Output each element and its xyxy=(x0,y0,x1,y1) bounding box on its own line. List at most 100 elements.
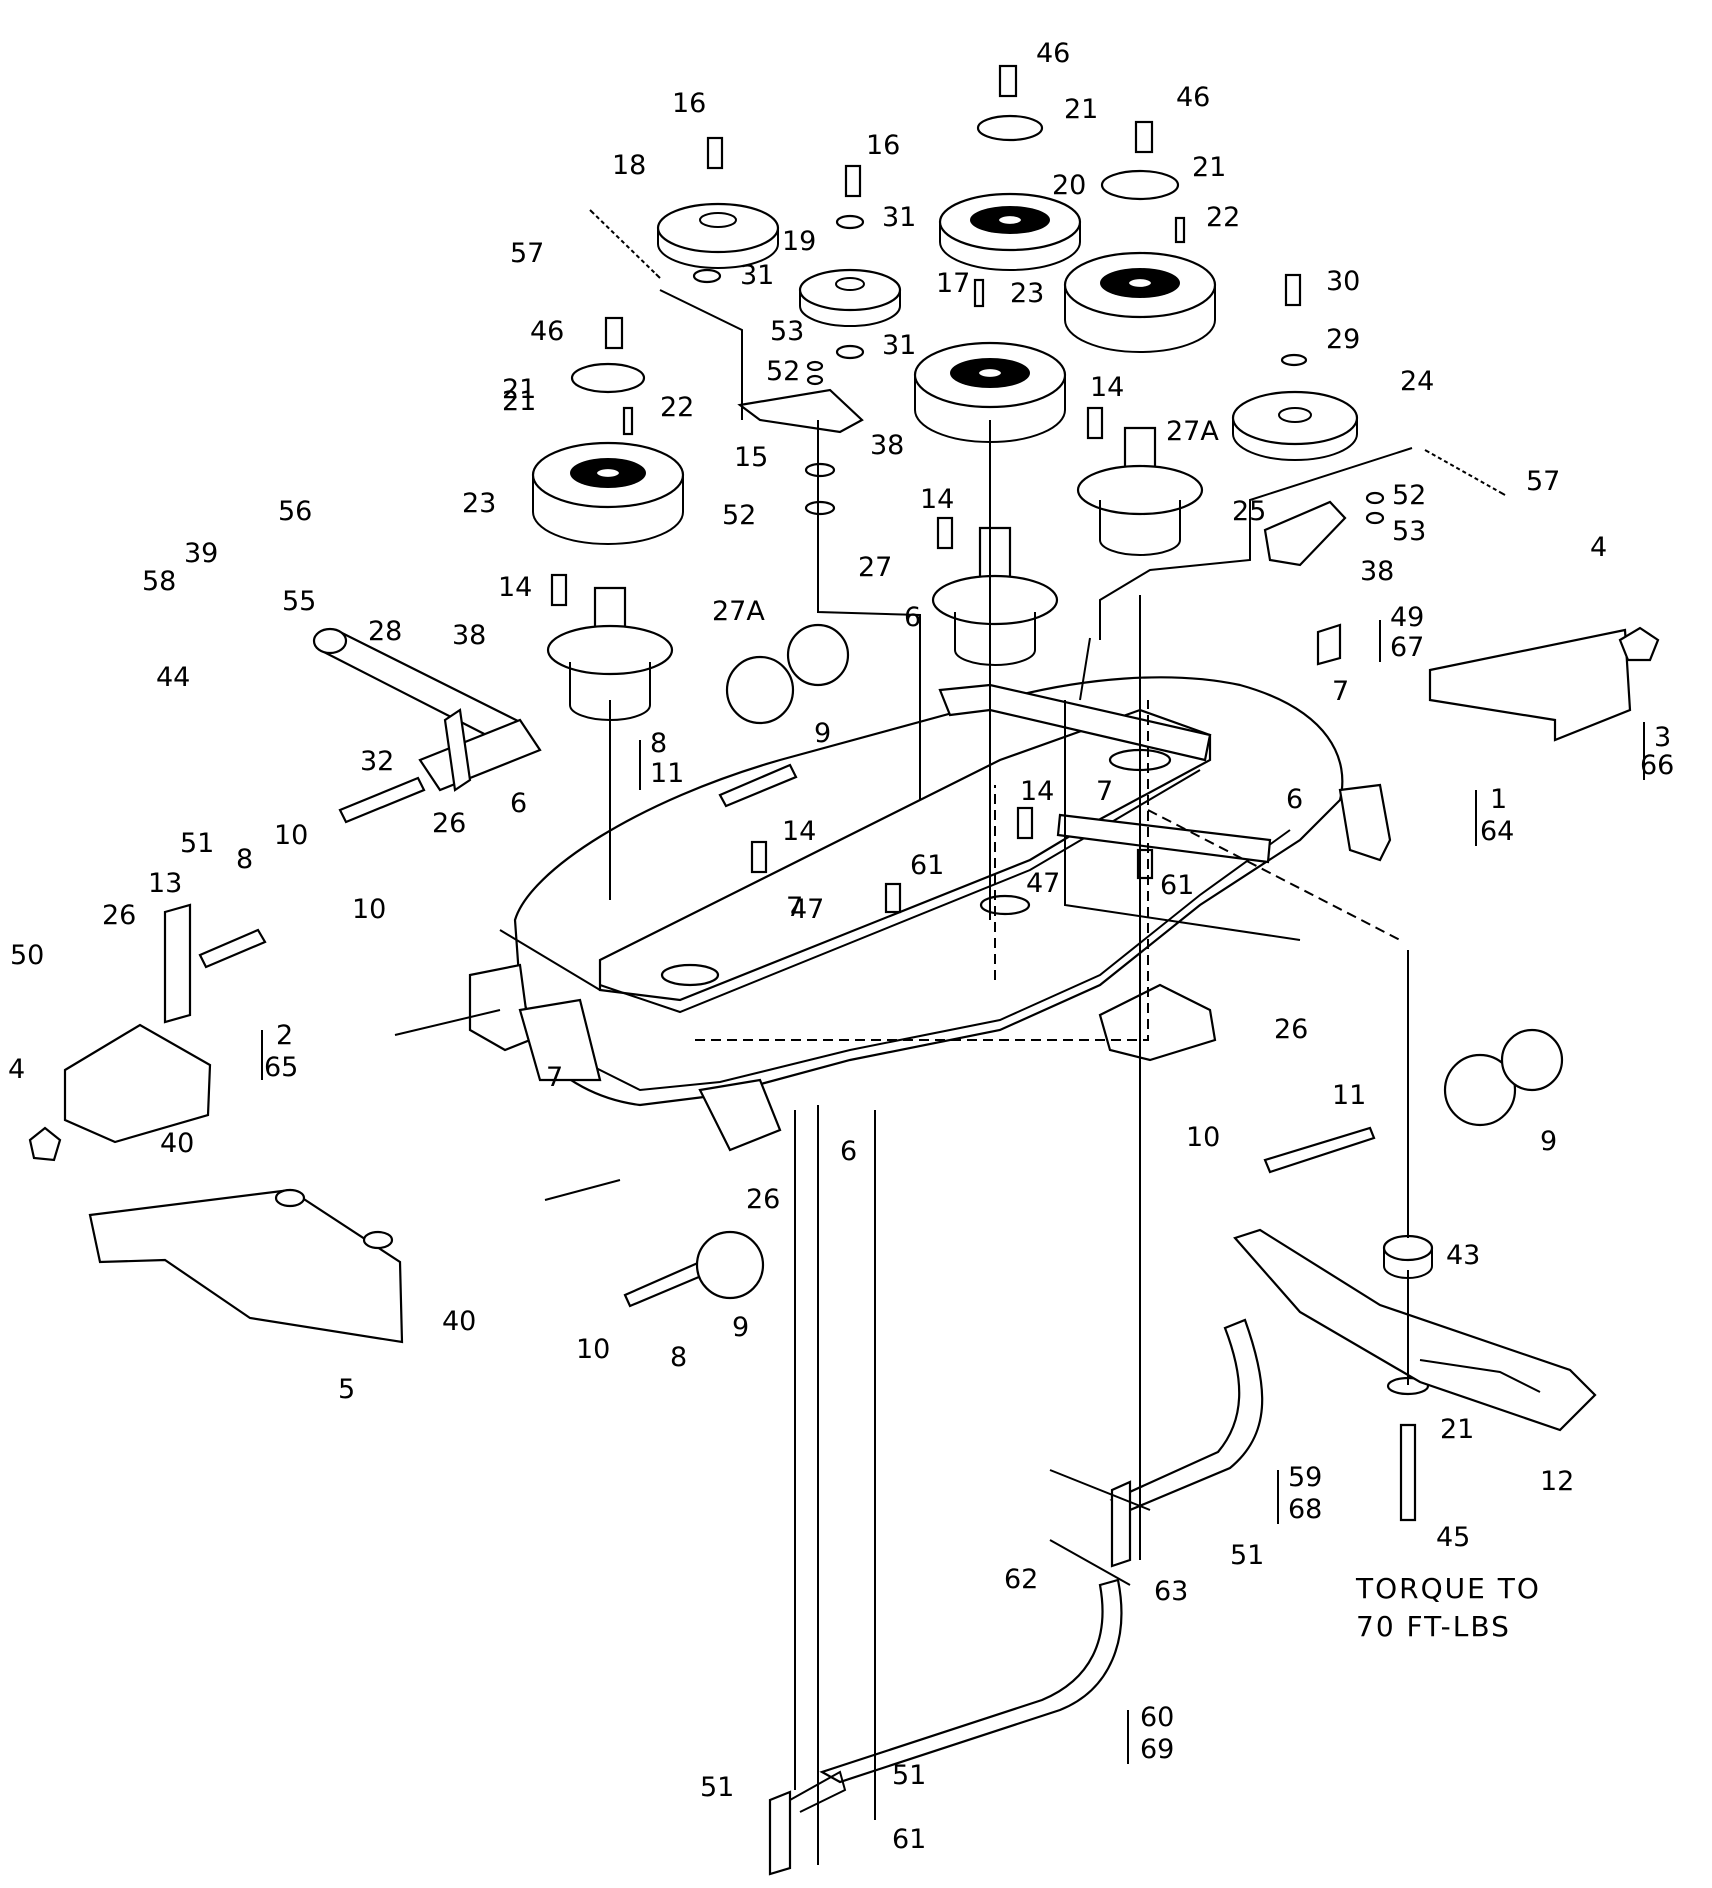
small-hardware xyxy=(622,214,1385,525)
label-53: 53 xyxy=(770,316,804,347)
label-31: 31 xyxy=(740,260,774,291)
label-10: 10 xyxy=(576,1334,610,1365)
label-60: 60 xyxy=(1140,1702,1174,1733)
label-14: 14 xyxy=(1020,776,1054,807)
label-16: 16 xyxy=(866,130,900,161)
label-30: 30 xyxy=(1326,266,1360,297)
label-16: 16 xyxy=(672,88,706,119)
chute-hinge xyxy=(274,1188,306,1208)
label-26: 26 xyxy=(102,900,136,931)
arm-8-bottom xyxy=(623,1260,708,1308)
label-6: 6 xyxy=(1286,784,1303,815)
deck-housing xyxy=(468,676,1392,1152)
label-61: 61 xyxy=(1160,870,1194,901)
label-12: 12 xyxy=(1540,1466,1574,1497)
label-9: 9 xyxy=(814,718,831,749)
label-31: 31 xyxy=(882,202,916,233)
label-38: 38 xyxy=(452,620,486,651)
label-59: 59 xyxy=(1288,1462,1322,1493)
label-50: 50 xyxy=(10,940,44,971)
label-52: 52 xyxy=(766,356,800,387)
arm-11-right xyxy=(1263,1126,1376,1174)
blade-12 xyxy=(1233,1228,1597,1432)
label-7: 7 xyxy=(1096,776,1113,807)
label-43: 43 xyxy=(1446,1240,1480,1271)
label-14: 14 xyxy=(920,484,954,515)
label-25: 25 xyxy=(1232,496,1266,527)
deflector-3 xyxy=(1428,628,1632,742)
label-7: 7 xyxy=(546,1062,563,1093)
gauge-wheels-9 xyxy=(695,623,1564,1300)
label-62: 62 xyxy=(1004,1564,1038,1595)
rod-8-left xyxy=(198,928,267,969)
label-29: 29 xyxy=(1326,324,1360,355)
label-26: 26 xyxy=(746,1184,780,1215)
label-39: 39 xyxy=(184,538,218,569)
label-67: 67 xyxy=(1390,632,1424,663)
label-7: 7 xyxy=(786,892,803,923)
label-65: 65 xyxy=(264,1052,298,1083)
label-10: 10 xyxy=(274,820,308,851)
washer-21-top xyxy=(976,114,1044,142)
label-7: 7 xyxy=(1332,676,1349,707)
pulley-19 xyxy=(798,268,902,327)
label-63: 63 xyxy=(1154,1576,1188,1607)
label-21: 21 xyxy=(502,386,536,417)
label-31: 31 xyxy=(882,330,916,361)
baffle-60-69-foot xyxy=(768,1790,792,1876)
arm-8-upper xyxy=(718,763,798,808)
label-9: 9 xyxy=(732,1312,749,1343)
label-64: 64 xyxy=(1480,816,1514,847)
label-3: 3 xyxy=(1654,722,1671,753)
label-14: 14 xyxy=(782,816,816,847)
leader-lines-vertical xyxy=(609,420,1409,1865)
label-27A: 27A xyxy=(1166,416,1219,447)
label-14: 14 xyxy=(1090,372,1124,403)
baffle-60-69-arm xyxy=(789,1770,847,1813)
label-21: 21 xyxy=(1440,1414,1474,1445)
label-23: 23 xyxy=(1010,278,1044,309)
label-27: 27 xyxy=(858,552,892,583)
label-55: 55 xyxy=(282,586,316,617)
part-labels: 46 21 46 16 16 20 21 18 31 22 57 19 31 1… xyxy=(8,38,1674,1855)
idler-arm-15 xyxy=(737,388,864,434)
label-51: 51 xyxy=(700,1772,734,1803)
label-14: 14 xyxy=(498,572,532,603)
label-20: 20 xyxy=(1052,170,1086,201)
baffle-60-69 xyxy=(819,1578,1123,1784)
label-8: 8 xyxy=(670,1342,687,1373)
label-51: 51 xyxy=(1230,1540,1264,1571)
label-57: 57 xyxy=(1526,466,1560,497)
blade-spacer-43 xyxy=(1382,1234,1434,1262)
label-47: 47 xyxy=(1026,868,1060,899)
label-68: 68 xyxy=(1288,1494,1322,1525)
label-13: 13 xyxy=(148,868,182,899)
label-10: 10 xyxy=(352,894,386,925)
washer-21-right xyxy=(1100,169,1180,201)
label-21: 21 xyxy=(502,374,536,405)
pulley-23-left xyxy=(531,441,685,545)
rod-32 xyxy=(338,776,426,824)
label-69: 69 xyxy=(1140,1734,1174,1765)
spring-57-left xyxy=(589,209,661,279)
label-11: 11 xyxy=(650,758,684,789)
label-53: 53 xyxy=(1392,516,1426,547)
label-26: 26 xyxy=(432,808,466,839)
label-6: 6 xyxy=(840,1136,857,1167)
label-22: 22 xyxy=(660,392,694,423)
label-38: 38 xyxy=(870,430,904,461)
label-1: 1 xyxy=(1490,784,1507,815)
discharge-chute-5 xyxy=(88,1188,404,1344)
label-49: 49 xyxy=(1390,602,1424,633)
label-8: 8 xyxy=(650,728,667,759)
torque-note: TORQUE TO 70 FT-LBS xyxy=(1355,1572,1539,1643)
label-52: 52 xyxy=(1392,480,1426,511)
blade-edge xyxy=(1419,1359,1541,1393)
spindle-27A-left xyxy=(546,586,674,721)
label-23: 23 xyxy=(462,488,496,519)
chute-hinge-2 xyxy=(362,1230,394,1250)
leader-lines-misc xyxy=(394,929,1151,1586)
belt-route-line-1 xyxy=(659,289,921,800)
lift-bar-28 xyxy=(312,627,542,792)
torque-note-line-2: 70 FT-LBS xyxy=(1356,1610,1511,1643)
